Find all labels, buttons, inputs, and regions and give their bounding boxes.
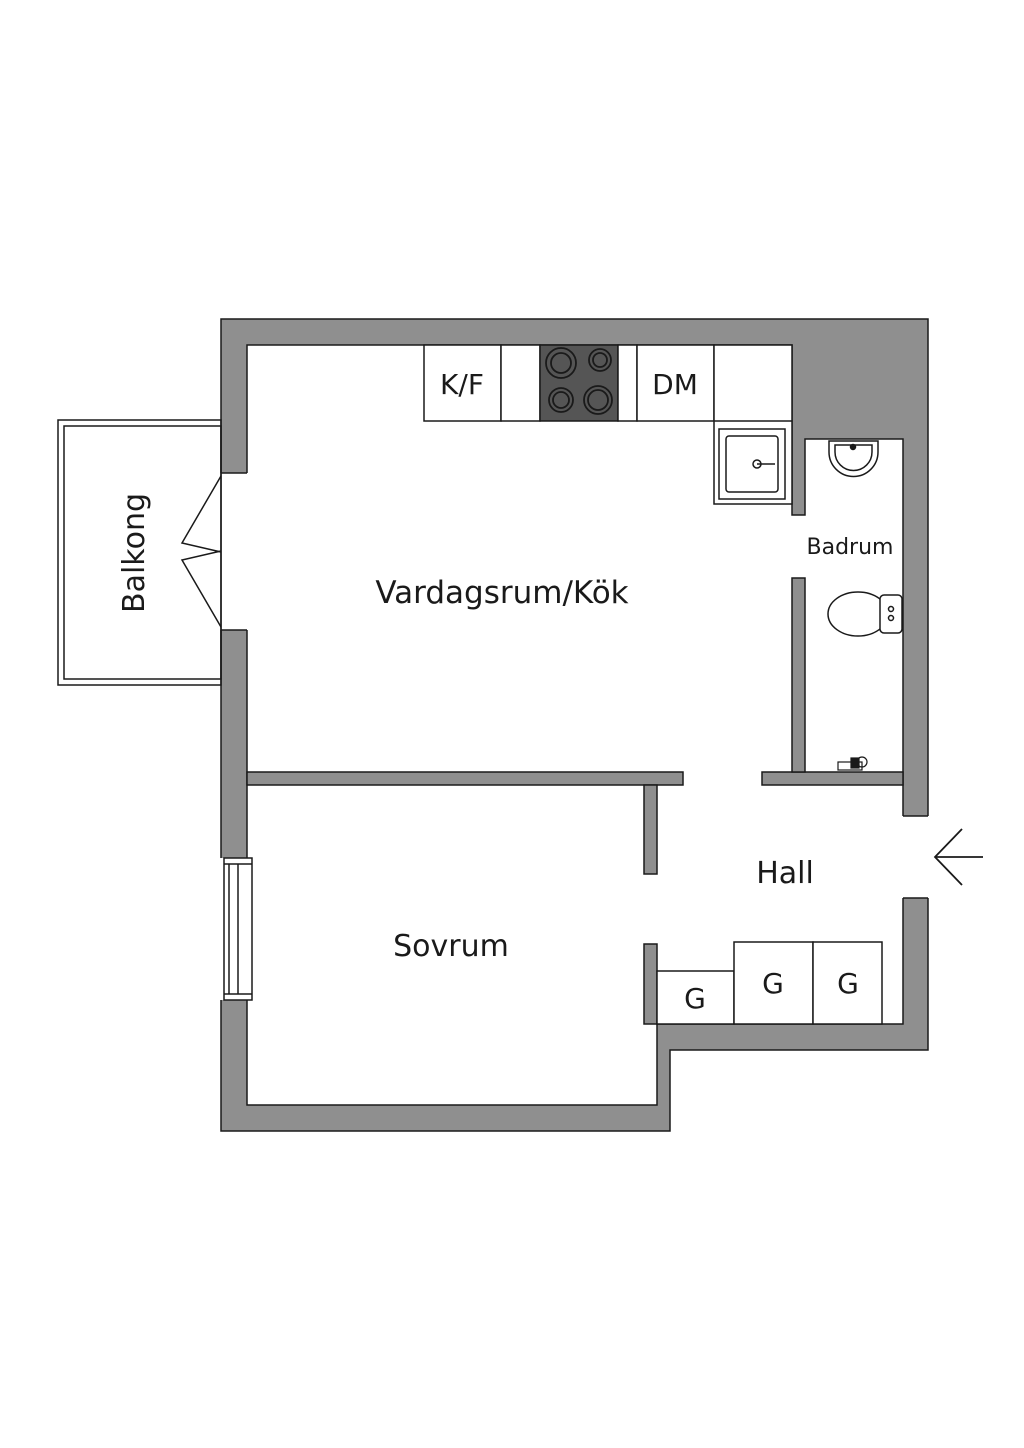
wardrobe-label: G (762, 967, 784, 1000)
kitchen-sink (718, 428, 786, 500)
kitchen-counter (423, 344, 793, 505)
hall-label: Hall (756, 856, 814, 891)
balcony-door (180, 475, 222, 628)
bedroom-label: Sovrum (393, 929, 509, 964)
wardrobes (656, 941, 883, 1025)
wall-hall-bath (761, 771, 904, 786)
wall-bath-left (791, 577, 806, 773)
balcony-label: Balkong (117, 493, 152, 613)
bath-fixture (837, 756, 868, 771)
stove-burners (545, 347, 613, 415)
living-kitchen-label: Vardagsrum/Kök (375, 575, 628, 611)
wardrobe (812, 941, 883, 1025)
wall-bedroom-hall-upper (643, 784, 658, 875)
counter-corner (713, 344, 793, 505)
counter-segment (500, 344, 541, 422)
dishwasher-label: DM (652, 368, 698, 401)
washbasin (828, 440, 879, 478)
fridge-freezer (423, 344, 502, 422)
entrance-opening (902, 816, 929, 898)
wall-bedroom-hall-lower (643, 943, 658, 1025)
toilet (827, 591, 903, 637)
wall-living-bedroom (246, 771, 684, 786)
bedroom-window (223, 857, 253, 1001)
wardrobe-label: G (684, 982, 706, 1015)
arrow-left-icon (933, 828, 983, 886)
bathroom-label: Badrum (807, 535, 894, 560)
balcony (57, 419, 222, 686)
balcony-door-opening (220, 473, 248, 630)
interior-walls (246, 577, 904, 1025)
fridge-freezer-label: K/F (440, 368, 484, 401)
wardrobe-label: G (837, 967, 859, 1000)
wardrobe (733, 941, 814, 1025)
counter-segment (617, 344, 638, 422)
